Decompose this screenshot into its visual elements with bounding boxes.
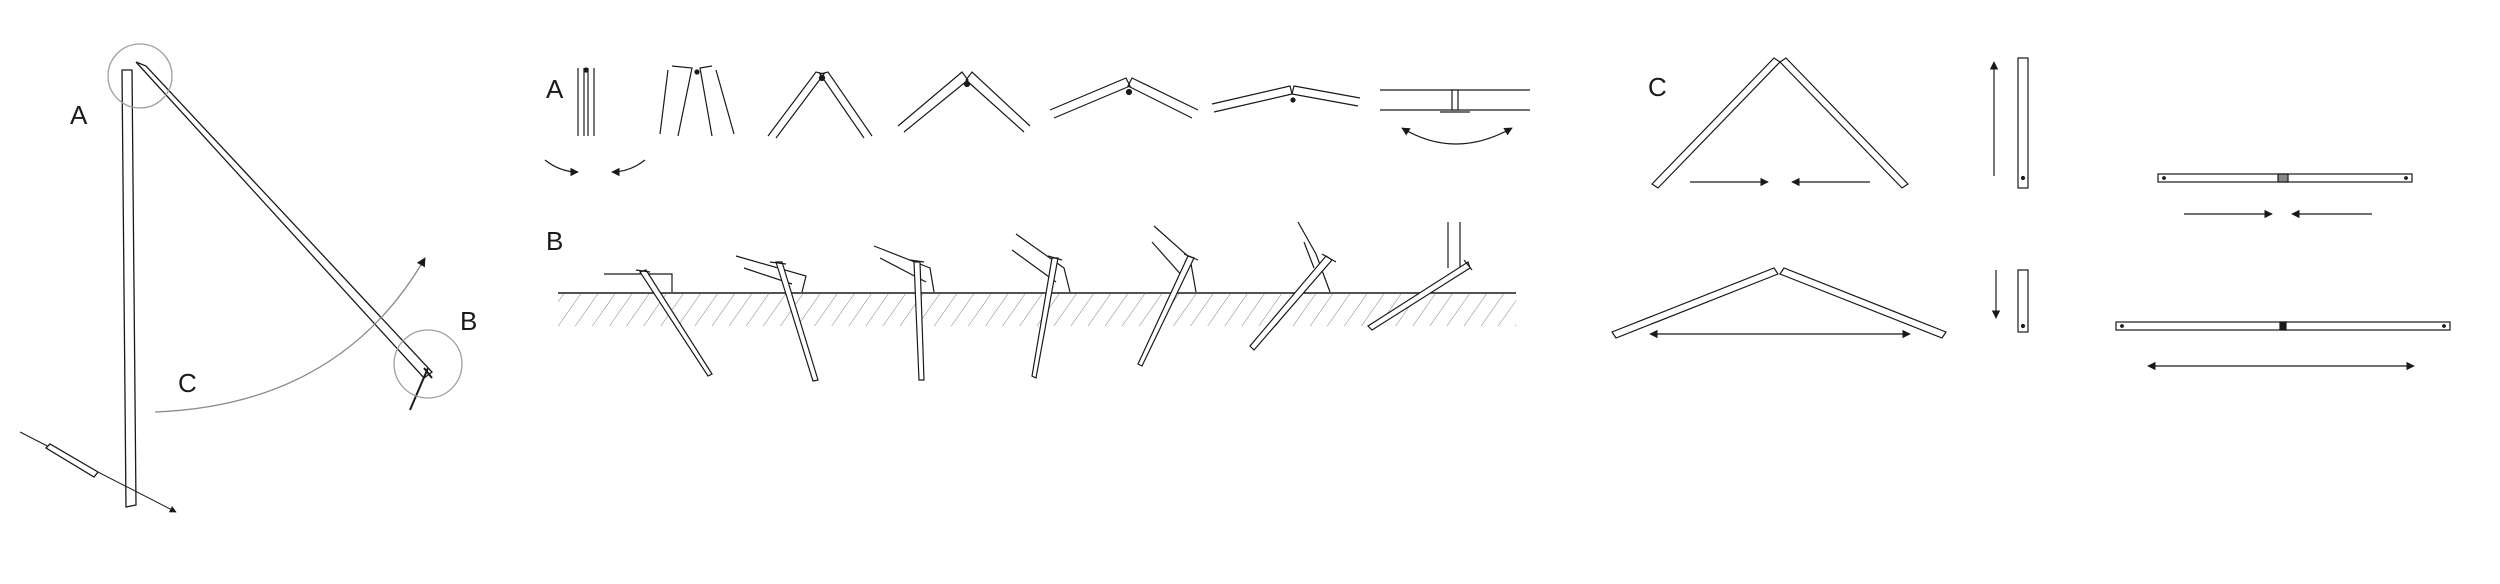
vertical-pole <box>121 69 137 508</box>
hinge-step-2 <box>659 65 735 137</box>
frame-folded-shallow <box>1611 267 1947 339</box>
vertical-bar-down <box>1991 269 2029 333</box>
fold-diagram <box>1611 57 2451 371</box>
frame-folded-steep <box>1651 57 1909 189</box>
stake-step-6 <box>1249 221 1337 351</box>
stake-step-4 <box>1011 233 1071 379</box>
overview-label-a: A <box>70 100 88 130</box>
row-a-label: A <box>546 74 564 104</box>
loose-stake <box>44 443 99 478</box>
horizontal-bar-short <box>2157 173 2413 219</box>
detail-circle-b <box>393 329 463 399</box>
stake-step-7 <box>1367 222 1473 331</box>
overview-label-b: B <box>460 306 477 336</box>
hinge-step-1 <box>544 67 646 177</box>
hinge-step-5 <box>1049 77 1199 119</box>
hinge-sequence <box>544 65 1530 177</box>
stake-step-2 <box>735 255 819 382</box>
hinge-step-4 <box>897 71 1031 133</box>
diagonal-pole <box>135 61 433 379</box>
hinge-step-7 <box>1380 89 1530 145</box>
stake-step-5 <box>1137 225 1199 367</box>
hinge-step-6 <box>1211 85 1361 113</box>
section-c-label: C <box>1648 72 1667 102</box>
vertical-bar-up <box>1989 57 2029 189</box>
stake-sequence <box>604 221 1473 382</box>
detail-circle-a <box>107 43 173 109</box>
hinge-step-3 <box>767 71 873 139</box>
overview-illustration <box>19 43 463 513</box>
stake-step-3 <box>873 245 935 381</box>
horizontal-bar-long <box>2115 321 2451 371</box>
stake-b <box>409 367 429 411</box>
row-b-label: B <box>546 226 563 256</box>
ground-profile <box>558 292 1516 326</box>
stake-step-1 <box>604 269 713 377</box>
swing-arc-c <box>154 257 426 413</box>
overview-label-c: C <box>178 368 197 398</box>
